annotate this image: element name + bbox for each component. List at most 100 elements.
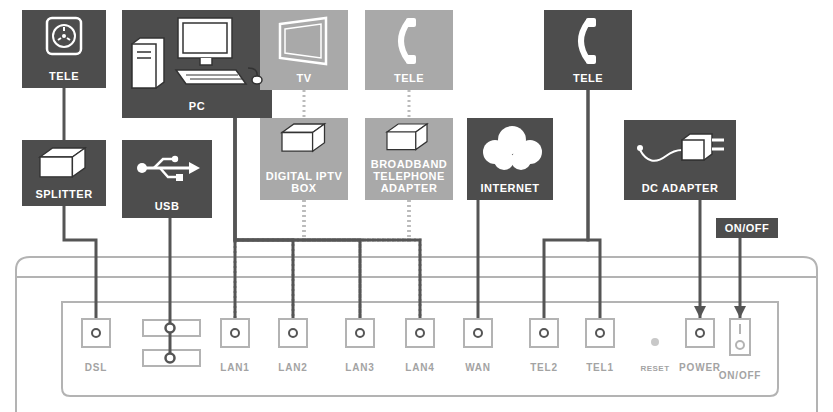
optional-cable bbox=[408, 90, 411, 118]
optional-cable bbox=[293, 200, 409, 318]
cloud-icon bbox=[498, 126, 526, 154]
cloud-icon bbox=[483, 140, 507, 164]
port-terminal bbox=[91, 328, 101, 338]
port-label: LAN3 bbox=[345, 362, 374, 373]
port-socket bbox=[405, 318, 435, 348]
port-terminal bbox=[415, 328, 425, 338]
usb-cable bbox=[169, 218, 172, 358]
reset-label: RESET bbox=[635, 364, 675, 373]
cable bbox=[477, 200, 480, 318]
optional-cable bbox=[409, 200, 420, 318]
box-label: SPLITTER bbox=[26, 188, 102, 200]
tv-icon bbox=[280, 18, 326, 64]
box-label: TELE bbox=[548, 72, 628, 84]
box-label: BROADBAND TELEPHONE ADAPTER bbox=[369, 158, 449, 194]
port-socket bbox=[529, 318, 559, 348]
pc-icon bbox=[183, 23, 227, 53]
tele-box: TELE bbox=[544, 10, 632, 90]
switch-mark bbox=[739, 324, 741, 334]
optional-cable bbox=[235, 200, 409, 318]
phone-port: TEL2 bbox=[514, 318, 574, 373]
router-body bbox=[17, 276, 816, 278]
pc-icon bbox=[248, 68, 257, 76]
optional-cable bbox=[304, 200, 360, 318]
tv-box: TV bbox=[260, 10, 348, 90]
port-socket bbox=[345, 318, 375, 348]
optional-cable bbox=[303, 90, 306, 118]
icon-layer bbox=[387, 124, 427, 150]
dsl-port: DSL bbox=[66, 318, 126, 373]
port-label: LAN1 bbox=[220, 362, 249, 373]
cable bbox=[63, 88, 66, 140]
usb-symbol-icon bbox=[172, 156, 178, 162]
power-port: POWER bbox=[670, 318, 730, 373]
switch-socket bbox=[729, 318, 751, 356]
wan-port: WAN bbox=[448, 318, 508, 373]
icon-layer bbox=[581, 18, 596, 64]
usb-box: USB bbox=[122, 140, 212, 218]
port-terminal bbox=[288, 328, 298, 338]
port-label: WAN bbox=[465, 362, 491, 373]
port-socket bbox=[585, 318, 615, 348]
usb-cable bbox=[166, 354, 175, 363]
port-socket bbox=[278, 318, 308, 348]
router-body bbox=[16, 257, 817, 412]
icon-layer bbox=[282, 124, 325, 151]
wall-socket-icon bbox=[47, 18, 81, 54]
power-switch: ON/OFF bbox=[710, 318, 770, 381]
optional-cable bbox=[304, 200, 420, 318]
pc-icon bbox=[132, 44, 156, 88]
port-terminal bbox=[695, 328, 705, 338]
iptv-box: DIGITAL IPTV BOX bbox=[260, 118, 348, 200]
port-label: LAN4 bbox=[405, 362, 434, 373]
usb-symbol-icon bbox=[137, 156, 200, 181]
tele-optional-box: TELE bbox=[365, 10, 453, 90]
port-terminal bbox=[595, 328, 605, 338]
tv-icon bbox=[280, 18, 326, 64]
usb-cable bbox=[166, 324, 175, 333]
port-terminal bbox=[230, 328, 240, 338]
wall-socket-icon bbox=[62, 34, 66, 38]
box-label: ON/OFF bbox=[720, 222, 774, 234]
usb-symbol-icon bbox=[137, 163, 147, 173]
tele-socket-box: TELE bbox=[22, 10, 106, 88]
router-body bbox=[16, 257, 817, 412]
cable bbox=[64, 206, 96, 318]
pc-icon bbox=[252, 76, 262, 84]
dc-adapter-icon bbox=[712, 140, 724, 149]
usb-symbol-icon bbox=[142, 167, 190, 170]
box-label: USB bbox=[126, 200, 208, 212]
cable bbox=[699, 200, 702, 318]
internet-box: INTERNET bbox=[467, 118, 553, 200]
switch-callout: ON/OFF bbox=[716, 218, 778, 238]
port-label: TEL2 bbox=[530, 362, 558, 373]
box-label: DC ADAPTER bbox=[628, 182, 732, 194]
box-label: TV bbox=[264, 72, 344, 84]
lan-port: LAN3 bbox=[330, 318, 390, 373]
dc-adapter-icon bbox=[637, 134, 724, 161]
reset-hole bbox=[651, 338, 659, 346]
cloud-icon bbox=[494, 150, 514, 170]
wall-socket-icon bbox=[53, 25, 75, 47]
icon-layer bbox=[40, 148, 85, 177]
pc-box: PC bbox=[122, 10, 272, 118]
splitter-box: SPLITTER bbox=[22, 140, 106, 206]
usb-symbol-icon bbox=[176, 174, 183, 181]
lan-port: LAN4 bbox=[390, 318, 450, 373]
pc-icon bbox=[176, 70, 246, 84]
box-label: TELE bbox=[26, 70, 102, 82]
cable bbox=[739, 238, 742, 318]
port-label: DSL bbox=[85, 362, 107, 373]
port-label: POWER bbox=[679, 362, 721, 373]
pc-icon bbox=[178, 18, 232, 58]
cloud-icon bbox=[511, 150, 531, 170]
usb-symbol-icon bbox=[189, 162, 200, 174]
dc-adapter-icon bbox=[682, 134, 712, 160]
port-terminal bbox=[735, 340, 745, 350]
dc-adapter-box: DC ADAPTER bbox=[624, 120, 736, 200]
usb-cable bbox=[166, 218, 175, 363]
cable bbox=[588, 90, 600, 318]
phone-port: TEL1 bbox=[570, 318, 630, 373]
cable bbox=[235, 118, 360, 318]
